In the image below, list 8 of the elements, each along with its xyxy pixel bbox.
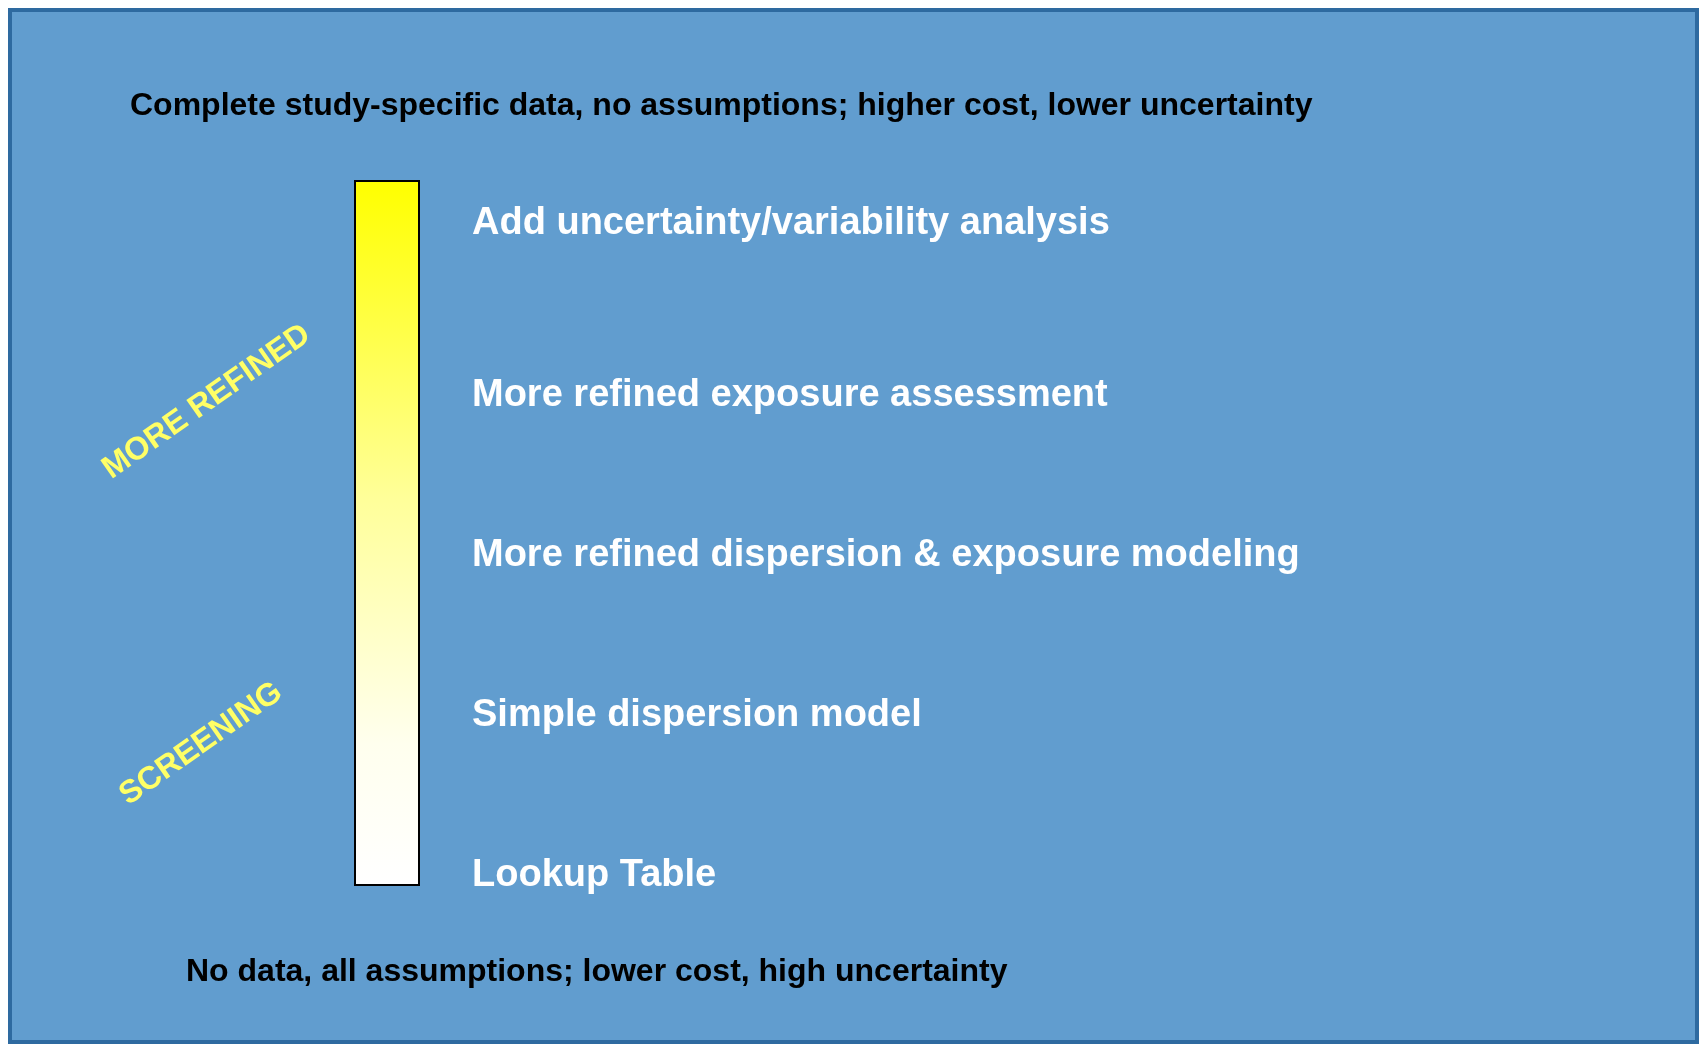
note-text: Complete study-specific data, no assumptions; higher cost, lower uncertainty	[130, 86, 1313, 123]
level-text: More refined exposure assessment	[472, 372, 1108, 416]
level-text: Add uncertainty/variability analysis	[472, 200, 1110, 244]
gradient-bar	[354, 180, 420, 886]
level-text: Simple dispersion model	[472, 692, 922, 736]
note-text: No data, all assumptions; lower cost, high uncertainty	[186, 952, 1008, 989]
level-text: Lookup Table	[472, 852, 717, 896]
level-text: More refined dispersion & exposure modeling	[472, 532, 1300, 576]
